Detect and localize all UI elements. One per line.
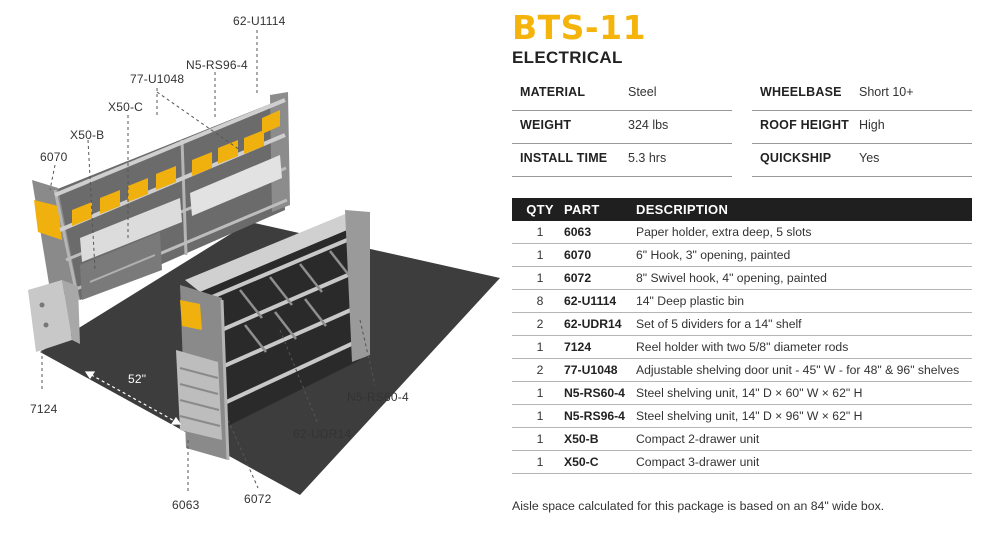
aisle-note: Aisle space calculated for this package … — [512, 499, 885, 513]
spec-label: WEIGHT — [520, 118, 572, 132]
spec-value: Yes — [859, 151, 880, 165]
row-part: 6070 — [564, 243, 636, 267]
spec-value: High — [859, 118, 885, 132]
row-description: Paper holder, extra deep, 5 slots — [636, 221, 972, 244]
spec-quickship: QUICKSHIP Yes — [752, 143, 972, 177]
row-qty: 8 — [512, 289, 564, 313]
row-part: N5-RS60-4 — [564, 381, 636, 405]
row-part: X50-B — [564, 427, 636, 451]
spec-label: QUICKSHIP — [760, 151, 832, 165]
row-description: Reel holder with two 5/8" diameter rods — [636, 335, 972, 359]
spec-value: 324 lbs — [628, 118, 669, 132]
callout-77-u1048: 77-U1048 — [130, 72, 185, 86]
spec-weight: WEIGHT 324 lbs — [512, 110, 732, 144]
spec-value: Short 10+ — [859, 85, 914, 99]
header-part: PART — [564, 198, 636, 221]
row-part: X50-C — [564, 450, 636, 474]
row-qty: 1 — [512, 381, 564, 405]
spec-label: WHEELBASE — [760, 85, 842, 99]
row-description: Steel shelving unit, 14" D × 60" W × 62"… — [636, 381, 972, 405]
van-shelving-illustration: 62-U1114 N5-RS96-4 77-U1048 X50-C X50-B … — [0, 0, 500, 528]
row-qty: 1 — [512, 450, 564, 474]
row-qty: 2 — [512, 358, 564, 382]
row-qty: 1 — [512, 404, 564, 428]
header-qty: QTY — [512, 198, 564, 221]
package-title: BTS-11 — [512, 8, 647, 47]
row-description: 8" Swivel hook, 4" opening, painted — [636, 266, 972, 290]
callout-62-u1114: 62-U1114 — [233, 14, 286, 28]
callout-6063: 6063 — [172, 498, 200, 512]
row-description: 6" Hook, 3" opening, painted — [636, 243, 972, 267]
row-qty: 1 — [512, 427, 564, 451]
callout-6070: 6070 — [40, 150, 68, 164]
row-qty: 1 — [512, 335, 564, 359]
spec-install-time: INSTALL TIME 5.3 hrs — [512, 143, 732, 177]
aisle-dimension — [84, 371, 182, 425]
row-part: 6072 — [564, 266, 636, 290]
row-qty: 1 — [512, 221, 564, 244]
front-shelving-unit — [176, 210, 370, 461]
spec-value: Steel — [628, 85, 657, 99]
row-part: 77-U1048 — [564, 358, 636, 382]
callout-7124: 7124 — [30, 402, 58, 416]
row-description: Compact 2-drawer unit — [636, 427, 972, 451]
row-description: Adjustable shelving door unit - 45" W - … — [636, 358, 972, 382]
row-part: 6063 — [564, 221, 636, 244]
callout-n5-rs96-4: N5-RS96-4 — [186, 58, 248, 72]
spec-label: MATERIAL — [520, 85, 586, 99]
header-description: DESCRIPTION — [636, 198, 972, 221]
row-description: 14" Deep plastic bin — [636, 289, 972, 313]
callout-6072: 6072 — [244, 492, 272, 506]
row-part: 62-UDR14 — [564, 312, 636, 336]
spec-value: 5.3 hrs — [628, 151, 667, 165]
aisle-width-label: 52" — [128, 372, 147, 386]
callout-x50-b: X50-B — [70, 128, 105, 142]
callout-n5-rs60-4: N5-RS60-4 — [347, 390, 409, 404]
spec-material: MATERIAL Steel — [512, 77, 732, 111]
package-subtitle: ELECTRICAL — [512, 48, 623, 67]
row-description: Set of 5 dividers for a 14" shelf — [636, 312, 972, 336]
row-qty: 1 — [512, 243, 564, 267]
row-part: 7124 — [564, 335, 636, 359]
callout-x50-c: X50-C — [108, 100, 144, 114]
rear-shelving-unit — [32, 92, 290, 301]
spec-label: INSTALL TIME — [520, 151, 608, 165]
spec-roof-height: ROOF HEIGHT High — [752, 110, 972, 144]
spec-wheelbase: WHEELBASE Short 10+ — [752, 77, 972, 111]
callout-leaders — [41, 30, 376, 492]
row-part: 62-U1114 — [564, 289, 636, 313]
row-description: Steel shelving unit, 14" D × 96" W × 62"… — [636, 404, 972, 428]
row-description: Compact 3-drawer unit — [636, 450, 972, 474]
reel-holder-7124 — [28, 280, 80, 352]
spec-label: ROOF HEIGHT — [760, 118, 850, 132]
table-header-row: QTY PART DESCRIPTION — [512, 198, 972, 221]
row-part: N5-RS96-4 — [564, 404, 636, 428]
shelving-diagram — [28, 30, 500, 495]
row-qty: 1 — [512, 266, 564, 290]
row-qty: 2 — [512, 312, 564, 336]
callout-62-udr14: 62-UDR14 — [293, 427, 352, 441]
